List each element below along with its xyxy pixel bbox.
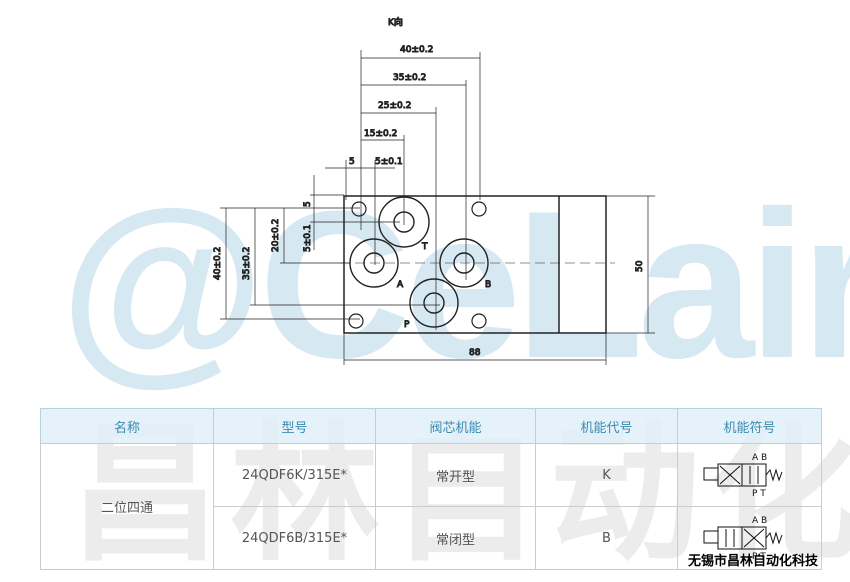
view-label: K向 bbox=[388, 16, 403, 28]
symbol-ports-bottom: P T bbox=[752, 552, 766, 562]
valve-symbol-normally-closed: A B P T bbox=[677, 506, 822, 570]
code-cell: K bbox=[535, 443, 678, 507]
dim-25-top: 25±0.2 bbox=[378, 101, 411, 111]
company-name: 无锡市昌林自动化科技 bbox=[688, 554, 819, 569]
header-function-code: 机能代号 bbox=[535, 408, 678, 444]
valve-body-outline bbox=[343, 195, 607, 334]
port-label-b: B bbox=[485, 280, 491, 290]
dim-40-top: 40±0.2 bbox=[400, 45, 433, 55]
dim-height: 50 bbox=[635, 260, 645, 272]
valve-symbol-normally-open: A B P T bbox=[677, 443, 822, 507]
mounting-holes bbox=[348, 201, 487, 329]
dim-5-top: 5 bbox=[349, 157, 355, 167]
header-model: 型号 bbox=[213, 408, 376, 444]
dim-5-01-left: 5±0.1 bbox=[303, 224, 313, 252]
valve-name: 二位四通 bbox=[40, 443, 214, 570]
dim-5-left: 5 bbox=[303, 201, 313, 207]
dim-width: 88 bbox=[469, 348, 481, 358]
table-row: 24QDF6B/315E* 常闭型 B A B P T bbox=[41, 506, 822, 570]
code-cell: B bbox=[535, 506, 678, 570]
dim-35-top: 35±0.2 bbox=[393, 73, 426, 83]
port-label-a: A bbox=[397, 280, 404, 290]
dim-5-01-top: 5±0.1 bbox=[375, 157, 403, 167]
dim-15-top: 15±0.2 bbox=[364, 129, 397, 139]
port-label-p: P bbox=[404, 320, 410, 330]
model-cell: 24QDF6K/315E* bbox=[213, 443, 376, 507]
ports bbox=[349, 196, 489, 328]
table-header-row: 名称 型号 阀芯机能 机能代号 机能符号 bbox=[40, 408, 822, 444]
dim-40-left: 40±0.2 bbox=[213, 247, 223, 280]
symbol-ports-top: A B bbox=[752, 453, 767, 463]
symbol-ports-top: A B bbox=[752, 516, 767, 526]
header-name: 名称 bbox=[40, 408, 214, 444]
table-row: 二位四通 24QDF6K/315E* 常开型 K A B P T bbox=[40, 443, 822, 570]
symbol-ports-bottom: P T bbox=[752, 489, 766, 499]
model-cell: 24QDF6B/315E* bbox=[213, 506, 376, 570]
watermark-brand: @CeLair bbox=[60, 167, 850, 402]
dim-20-left: 20±0.2 bbox=[271, 219, 281, 252]
model-table: 名称 型号 阀芯机能 机能代号 机能符号 二位四通 24QDF6K/315E* … bbox=[40, 408, 822, 570]
port-label-t: T bbox=[421, 242, 428, 252]
function-cell: 常开型 bbox=[375, 443, 536, 507]
header-spool-function: 阀芯机能 bbox=[375, 408, 536, 444]
dim-35-left: 35±0.2 bbox=[242, 247, 252, 280]
header-function-symbol: 机能符号 bbox=[677, 408, 822, 444]
function-cell: 常闭型 bbox=[375, 506, 536, 570]
valve-dimension-drawing: K向 T A B P 40±0.2 35±0.2 25±0.2 15±0.2 5… bbox=[213, 16, 655, 365]
